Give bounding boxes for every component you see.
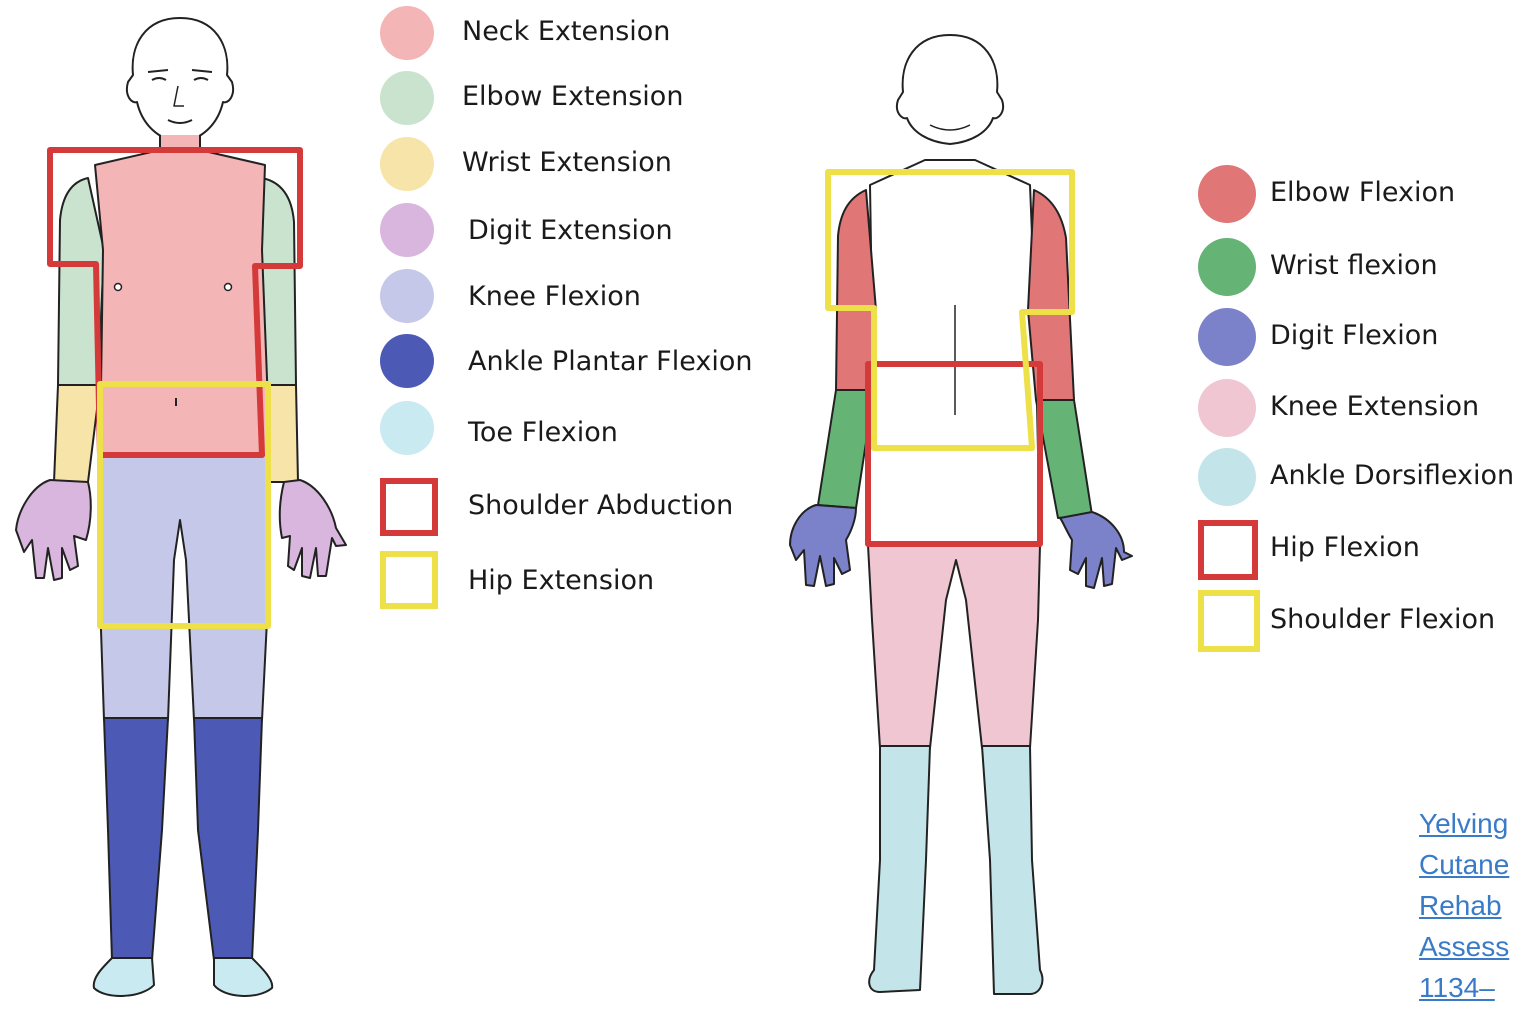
back-head — [897, 35, 1003, 144]
legend-label: Hip Extension — [468, 565, 654, 596]
legend-label: Shoulder Flexion — [1270, 604, 1495, 635]
legend-label: Toe Flexion — [468, 417, 618, 448]
front-thighs — [100, 455, 270, 720]
front-figure — [16, 18, 346, 996]
legend-swatch — [1198, 520, 1258, 580]
back-shin-left — [869, 746, 930, 992]
back-hand-right — [1060, 512, 1132, 588]
citation-line[interactable]: Rehab — [1419, 885, 1516, 926]
legend-swatch — [380, 203, 434, 257]
legend-label: Knee Extension — [1270, 391, 1479, 422]
front-foot-right — [214, 958, 272, 996]
legend-swatch — [380, 401, 434, 455]
legend-swatch — [1198, 379, 1256, 437]
back-torso — [868, 160, 1040, 545]
legend-label: Ankle Plantar Flexion — [468, 346, 752, 377]
back-thighs — [868, 545, 1040, 748]
legend-swatch — [380, 137, 434, 191]
legend-swatch — [1198, 308, 1256, 366]
legend-swatch — [380, 551, 438, 609]
citation-line[interactable]: Assess — [1419, 926, 1516, 967]
citation-line[interactable]: 1134– — [1419, 967, 1516, 1003]
legend-label: Hip Flexion — [1270, 532, 1420, 563]
legend-label: Shoulder Abduction — [468, 490, 733, 521]
legend-label: Knee Flexion — [468, 281, 641, 312]
front-shin-left — [104, 718, 168, 960]
legend-swatch — [380, 269, 434, 323]
citation-line[interactable]: Cutane — [1419, 844, 1516, 885]
back-shin-right — [982, 746, 1042, 994]
legend-swatch — [1198, 165, 1256, 223]
legend-label: Elbow Extension — [462, 81, 683, 112]
back-forearm-right — [1036, 400, 1092, 518]
legend-label: Ankle Dorsiflexion — [1270, 460, 1514, 491]
legend-swatch — [380, 6, 434, 60]
legend-swatch — [380, 71, 434, 125]
front-hand-right — [280, 480, 346, 578]
legend-swatch — [1198, 448, 1256, 506]
front-foot-left — [94, 958, 154, 996]
legend-label: Wrist Extension — [462, 147, 672, 178]
front-hand-left — [16, 480, 91, 580]
back-upper-arm-right — [1028, 190, 1074, 400]
legend-swatch — [1198, 590, 1260, 652]
legend-label: Wrist flexion — [1270, 250, 1438, 281]
legend-label: Neck Extension — [462, 16, 670, 47]
back-figure — [790, 35, 1132, 994]
front-torso — [95, 150, 270, 455]
legend-swatch — [1198, 238, 1256, 296]
citation-link-block[interactable]: Yelving Cutane Rehab Assess 1134– — [1419, 803, 1516, 1003]
legend-swatch — [380, 334, 434, 388]
front-forearm-left — [54, 385, 100, 482]
front-shin-right — [194, 718, 262, 960]
legend-label: Digit Extension — [468, 215, 673, 246]
legend-label: Digit Flexion — [1270, 320, 1438, 351]
legend-swatch — [380, 478, 438, 536]
back-hand-left — [790, 505, 856, 586]
legend-label: Elbow Flexion — [1270, 177, 1455, 208]
citation-line[interactable]: Yelving — [1419, 803, 1516, 844]
